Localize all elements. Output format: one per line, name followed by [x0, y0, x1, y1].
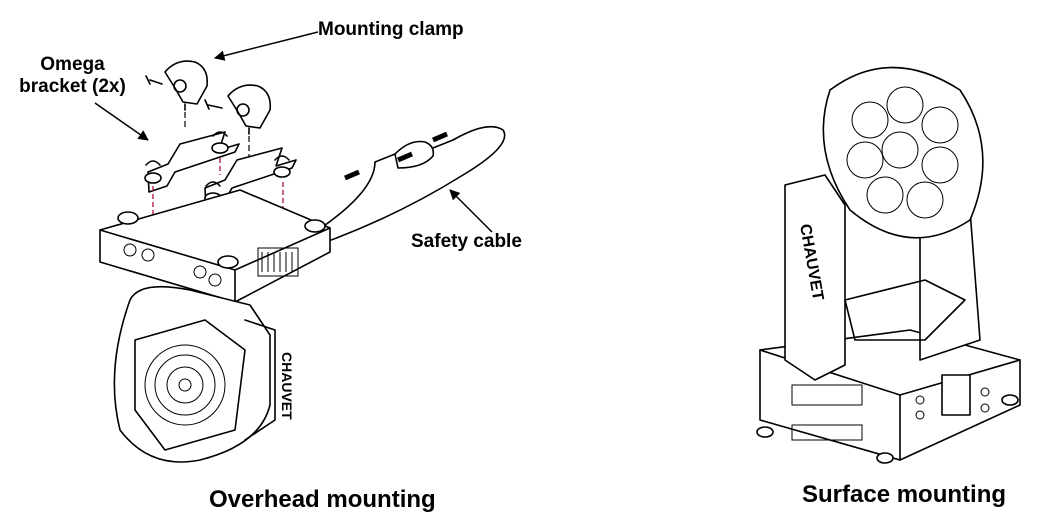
mounting-clamp-arrow	[213, 31, 319, 61]
overhead-mounting-caption: Overhead mounting	[209, 486, 436, 513]
surface-mounting-caption: Surface mounting	[802, 481, 1007, 508]
omega-bracket-label: Omega bracket (2x)	[19, 54, 126, 97]
callout-arrows	[94, 31, 493, 233]
surface-fixture: CHAUVET	[756, 66, 1021, 464]
mounting-clamps	[145, 60, 272, 165]
overhead-fixture: CHAUVET	[99, 189, 331, 463]
omega-bracket-arrow	[94, 102, 149, 141]
safety-cable	[287, 125, 506, 256]
overhead-brand-logo: CHAUVET	[279, 352, 295, 420]
safety-cable-label: Safety cable	[411, 231, 522, 252]
safety-cable-arrow	[449, 189, 493, 233]
mounting-clamp-label: Mounting clamp	[318, 19, 464, 40]
